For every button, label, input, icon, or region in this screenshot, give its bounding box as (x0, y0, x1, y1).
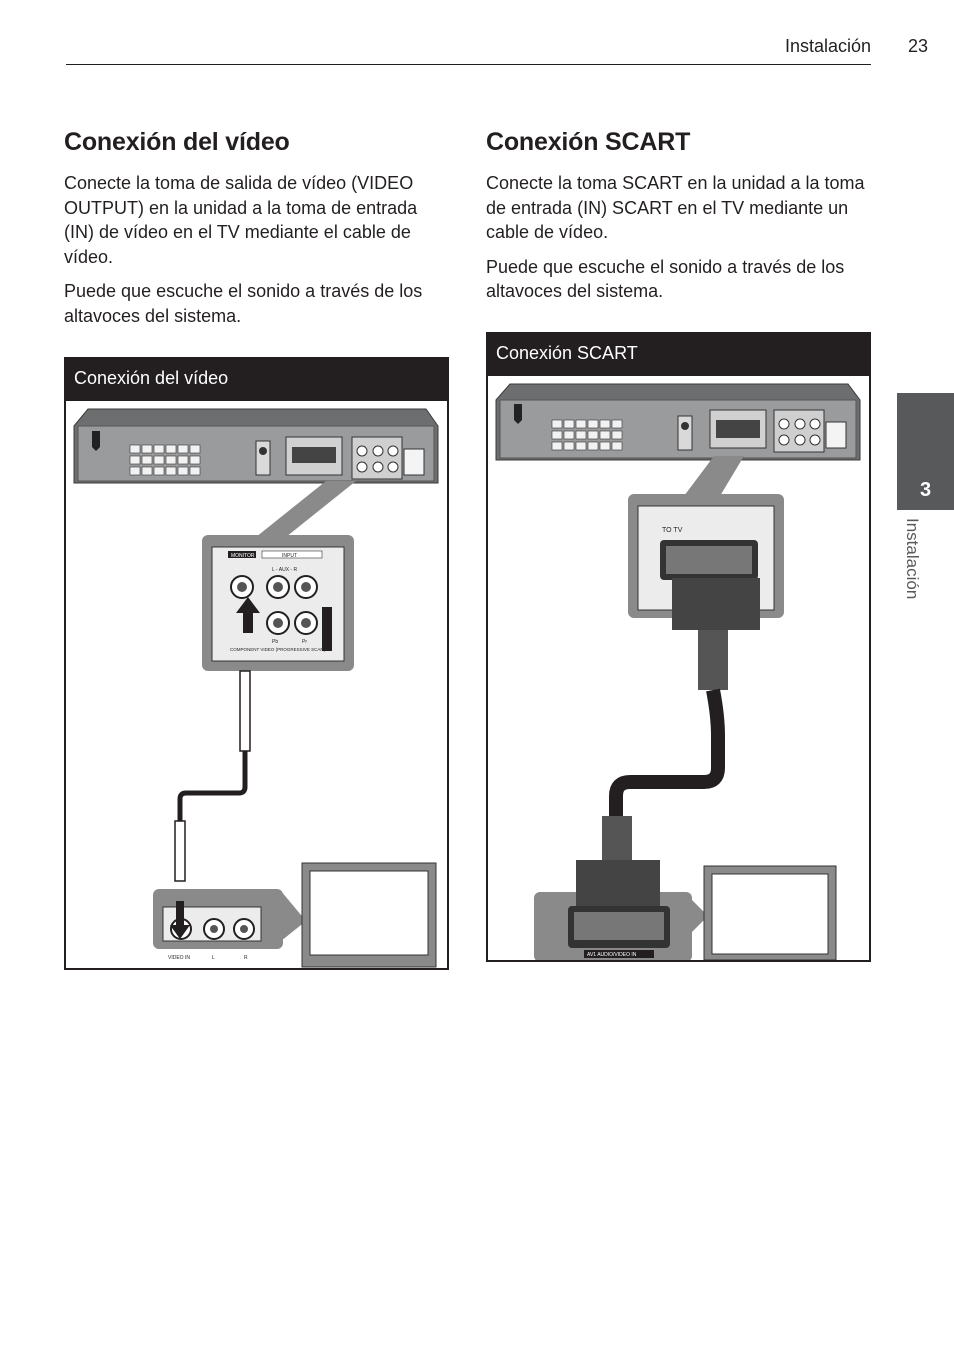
label-r: R (244, 955, 248, 961)
header-section-title: Instalación (784, 36, 871, 56)
chapter-tab: 3 (897, 393, 954, 510)
label-l: L (212, 955, 215, 961)
label-video-in: VIDEO IN (168, 955, 190, 961)
figure-scart-connection: Conexión SCART TO TV (486, 332, 871, 962)
video-cable (174, 670, 251, 882)
arrow-down-icon (170, 901, 190, 939)
scart-callout-bottom: AV1 AUDIO/VIDEO IN (534, 860, 708, 960)
arrow-up-icon (236, 597, 260, 633)
figure-video-connection: Conexión del vídeo M (64, 357, 449, 970)
section-title-video: Conexión del vídeo (64, 128, 290, 156)
right-column: Conexión SCART Conecte la toma SCART en … (486, 128, 871, 314)
tv-icon (301, 862, 437, 968)
tv-icon (703, 865, 837, 960)
label-monitor: MONITOR (231, 553, 255, 559)
unit-rear-panel (73, 408, 439, 484)
chapter-label-text: Instalación (903, 518, 922, 600)
scart-cable (602, 630, 728, 860)
label-input: INPUT (282, 553, 297, 559)
label-pr: Pr (302, 639, 307, 645)
chapter-label: Instalación (900, 518, 924, 618)
label-to-tv: TO TV (662, 527, 683, 534)
paragraph: Conecte la toma de salida de vídeo (VIDE… (64, 173, 418, 267)
scart-connection-illustration: TO TV AV1 AUDIO/VIDEO IN (495, 383, 861, 960)
scart-callout-top: TO TV (628, 456, 784, 630)
page-number: 23 (908, 36, 929, 56)
label-av1: AV1 AUDIO/VIDEO IN (587, 952, 637, 958)
figure-caption: Conexión del vídeo (66, 359, 447, 401)
label-pb: Pb (272, 639, 278, 645)
video-connection-illustration: MONITOR INPUT L - AUX - R Pb Pr COMPONEN… (73, 408, 439, 968)
running-header: Instalación (66, 28, 871, 65)
label-component: COMPONENT VIDEO (PROGRESSIVE SCAN) (230, 647, 326, 652)
left-column: Conexión del vídeo Conecte la toma de sa… (64, 128, 449, 338)
section-title-scart: Conexión SCART (486, 128, 691, 156)
paragraph: Puede que escuche el sonido a través de … (486, 256, 845, 302)
jack-callout: MONITOR INPUT L - AUX - R Pb Pr COMPONEN… (202, 481, 356, 671)
paragraph: Conecte la toma SCART en la unidad a la … (486, 173, 865, 242)
label-aux: L - AUX - R (272, 567, 297, 573)
unit-rear-panel (495, 383, 861, 461)
chapter-number: 3 (919, 479, 932, 501)
tv-input-callout: VIDEO IN L R (153, 889, 306, 961)
paragraph: Puede que escuche el sonido a través de … (64, 281, 423, 326)
figure-caption: Conexión SCART (488, 334, 869, 376)
